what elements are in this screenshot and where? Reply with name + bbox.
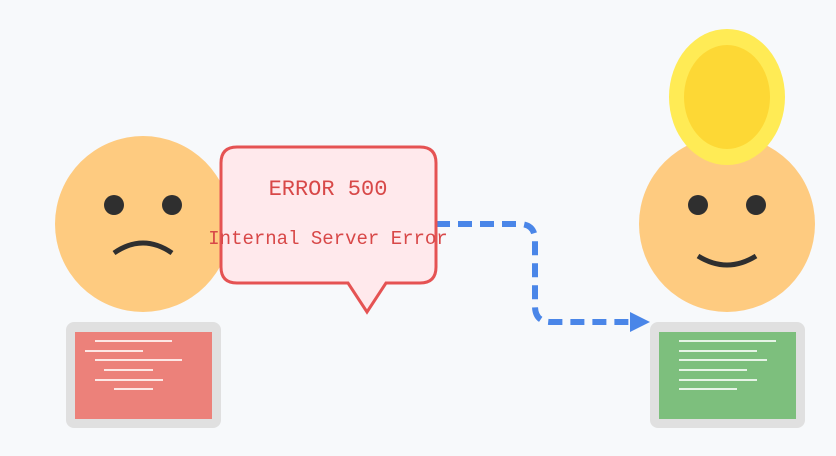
sad-face [55, 136, 231, 312]
right-eye [162, 195, 182, 215]
sad-face-head [55, 136, 231, 312]
left-eye [104, 195, 124, 215]
coin-inner [684, 45, 770, 149]
success-screen [659, 332, 796, 419]
coin-icon [669, 29, 785, 165]
bubble-shape [219, 145, 438, 315]
left-eye [688, 195, 708, 215]
error-laptop [66, 322, 221, 428]
smile [696, 253, 758, 268]
arrowhead-icon [630, 312, 650, 332]
error-title: ERROR 500 [269, 177, 388, 202]
right-eye [746, 195, 766, 215]
success-laptop [650, 322, 805, 428]
code-lines [85, 340, 182, 390]
dashed-path [436, 221, 632, 325]
error-screen [75, 332, 212, 419]
error-speech-bubble: ERROR 500 Internal Server Error [208, 145, 448, 315]
error-message: Internal Server Error [208, 228, 447, 250]
flow-arrow [436, 221, 650, 332]
frown [112, 240, 174, 256]
happy-face [639, 136, 815, 312]
code-lines [679, 340, 776, 390]
happy-face-head [639, 136, 815, 312]
